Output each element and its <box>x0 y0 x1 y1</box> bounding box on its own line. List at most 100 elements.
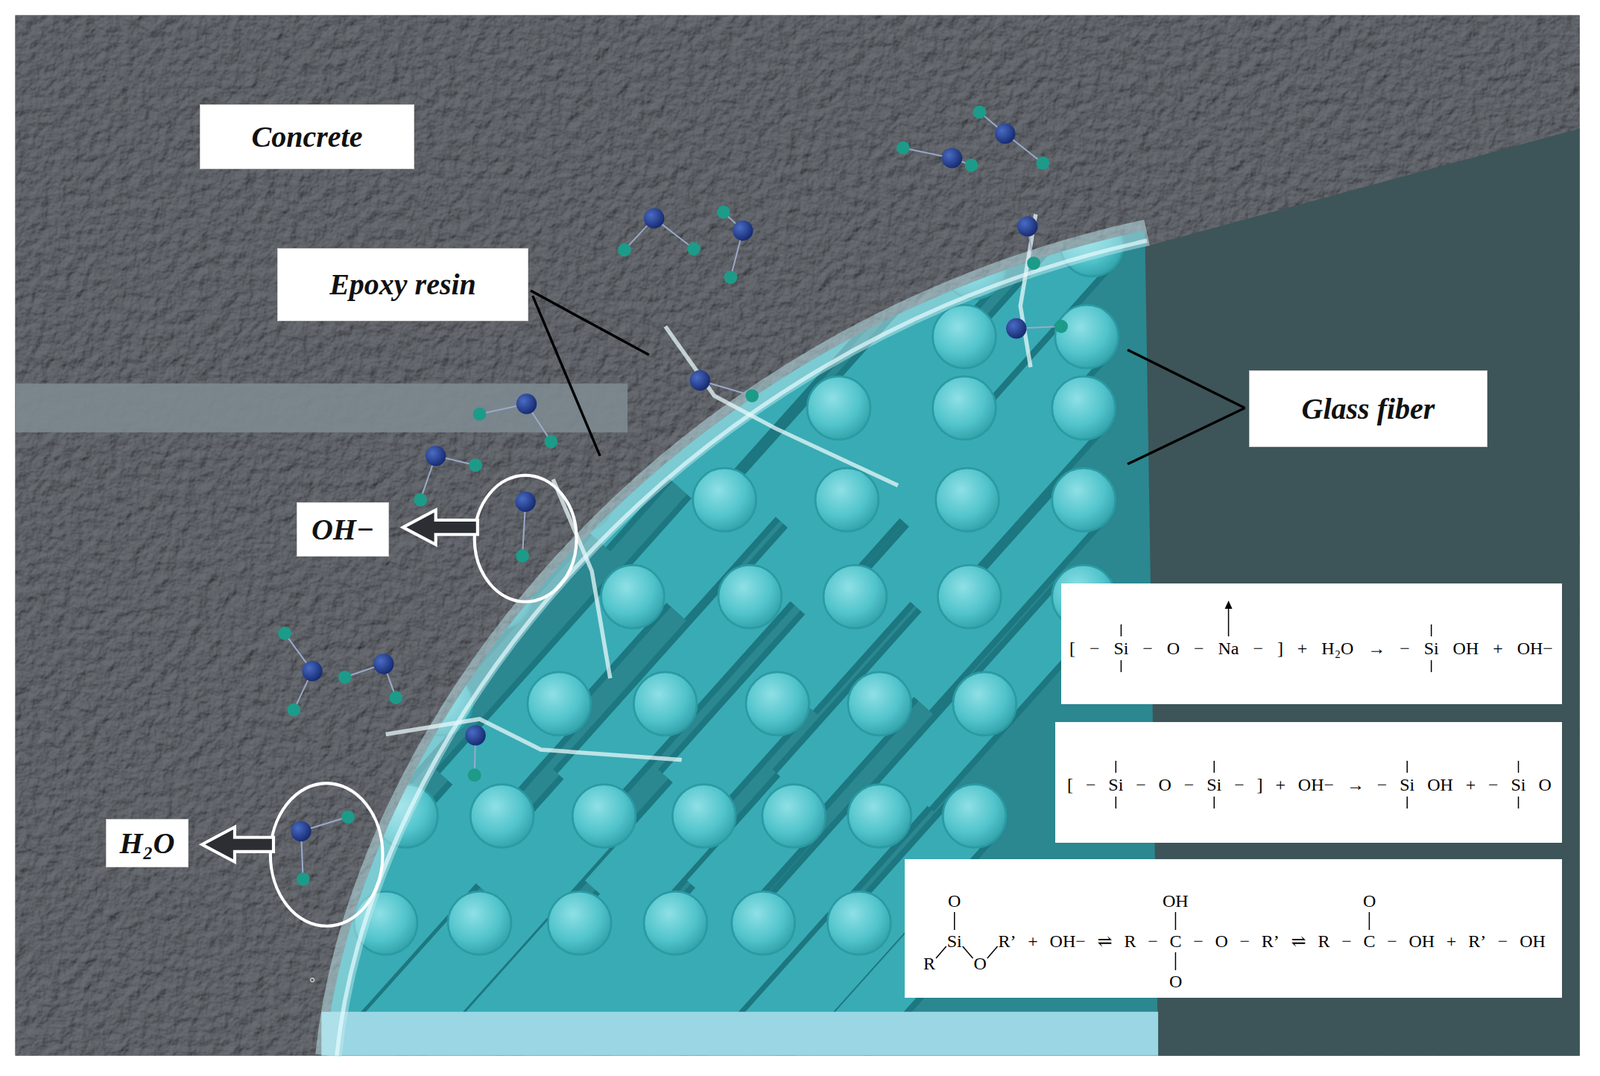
degree-mark: ° <box>308 976 316 992</box>
formula-text: OH− <box>1517 639 1554 658</box>
formula-text: C <box>1363 932 1375 951</box>
formula-text: R’ <box>1468 932 1486 951</box>
bond-line <box>1175 952 1177 971</box>
formula-text: ] <box>1257 775 1264 794</box>
formula-text: − <box>1240 932 1251 951</box>
formula-text: R <box>1123 932 1136 951</box>
bond-line <box>1213 796 1216 809</box>
formula-text: O <box>1214 932 1228 951</box>
formula-text: → <box>1367 639 1386 658</box>
formula-row: [−Si−O−Na−]+H₂O→−SiOH+OH− <box>1069 637 1554 659</box>
formula-text: − <box>1184 775 1195 794</box>
label-box: Glass fiber <box>1248 370 1488 448</box>
formula-text: Si <box>1108 775 1124 794</box>
formula-text: O <box>1169 972 1182 991</box>
bond-line <box>987 946 998 959</box>
formula-text: − <box>1386 932 1398 951</box>
formula-text: O <box>974 954 987 973</box>
formula-text: − <box>1497 932 1509 951</box>
formula-text: O <box>1363 892 1376 910</box>
label-text: Concrete <box>251 120 363 154</box>
formula-text: Si <box>1399 775 1415 794</box>
formula-text: OH <box>1519 932 1546 951</box>
formula-text: − <box>1193 932 1204 951</box>
formula-text: + <box>1465 775 1477 794</box>
formula-text: − <box>1089 639 1100 658</box>
formula-text: R <box>1317 932 1330 951</box>
equation-box: [−Si−O−Na−]+H₂O→−SiOH+OH− <box>1061 583 1562 705</box>
leader-lines <box>530 290 1245 465</box>
formula-text: Si <box>1113 639 1129 658</box>
formula-text: O <box>1158 775 1172 794</box>
bond-line <box>1368 912 1371 931</box>
equation-box: [−Si−O−Si−]+OH−→−SiOH+−SiO <box>1055 722 1562 843</box>
bond-layer <box>1061 583 1562 705</box>
formula-text: OH− <box>1050 932 1086 951</box>
bond-line <box>1175 912 1177 931</box>
highlight-ring <box>270 783 384 927</box>
formula-text: → <box>1346 775 1365 794</box>
label-text: OH− <box>311 513 375 547</box>
formula-text: OH <box>1453 639 1480 658</box>
bond-line <box>1518 760 1520 773</box>
bond-line <box>1430 624 1433 637</box>
formula-text: Na <box>1218 639 1240 658</box>
fiber-ends <box>353 213 1124 955</box>
bond-line <box>953 912 956 931</box>
formula-row: RSiOR’+OH−⇌R−C−O−R’⇌R−C−OH+R’−OH <box>923 930 1546 952</box>
formula-text: ⇌ <box>1291 932 1307 951</box>
bond-line <box>1115 796 1118 809</box>
formula-text: + <box>1297 639 1308 658</box>
formula-text: O <box>1538 775 1551 794</box>
label-box: H₂O <box>105 819 189 868</box>
bond-line <box>1406 796 1408 809</box>
formula-text: O <box>947 892 961 910</box>
concrete-band <box>15 383 629 433</box>
bond-line <box>1115 760 1118 773</box>
label-box: Concrete <box>199 104 415 170</box>
bond-line <box>1430 660 1433 673</box>
bond-line <box>1518 796 1520 809</box>
formula-text: OH <box>1408 932 1435 951</box>
formula-text: [ <box>1069 639 1076 658</box>
formula-text: Si <box>1424 639 1440 658</box>
formula-text: − <box>1085 775 1097 794</box>
bond-line <box>1228 606 1230 637</box>
formula-text: O <box>1167 639 1180 658</box>
formula-text: ⇌ <box>1097 932 1113 951</box>
formula-text: + <box>1275 775 1286 794</box>
formula-text: − <box>1488 775 1499 794</box>
formula-text: Si <box>947 932 963 951</box>
formula-text: + <box>1446 932 1457 951</box>
formula-text: − <box>1377 775 1388 794</box>
hollow-arrow <box>201 827 274 863</box>
formula-text: − <box>1142 639 1153 658</box>
formula-text: − <box>1193 639 1205 658</box>
formula-text: ] <box>1277 639 1284 658</box>
label-text: H₂O <box>119 827 176 860</box>
formula-text: − <box>1252 639 1264 658</box>
formula-text: C <box>1169 932 1182 951</box>
formula-text: OH <box>1162 892 1189 910</box>
formula-text: H₂O <box>1321 639 1354 658</box>
bond-line <box>1406 760 1408 773</box>
formula-text: R’ <box>1261 932 1280 951</box>
highlight-ring <box>474 475 577 603</box>
formula-text: − <box>1341 932 1352 951</box>
hollow-arrow <box>403 509 478 545</box>
equation-box: RSiOR’+OH−⇌R−C−O−R’⇌R−C−OH+R’−OHOOHOO <box>904 859 1562 998</box>
hydrogen-atoms <box>277 105 1068 887</box>
formula-text: OH− <box>1298 775 1334 794</box>
formula-row: [−Si−O−Si−]+OH−→−SiOH+−SiO <box>1067 774 1552 796</box>
label-text: Glass fiber <box>1301 392 1436 426</box>
formula-text: OH <box>1427 775 1454 794</box>
formula-text: + <box>1492 639 1504 658</box>
label-box: OH− <box>296 502 390 557</box>
formula-text: − <box>1147 932 1159 951</box>
bond-line <box>1213 760 1216 773</box>
label-text: Epoxy resin <box>329 268 477 302</box>
formula-text: R <box>923 954 936 973</box>
bond-line <box>936 946 947 959</box>
bond-line <box>1120 660 1123 673</box>
